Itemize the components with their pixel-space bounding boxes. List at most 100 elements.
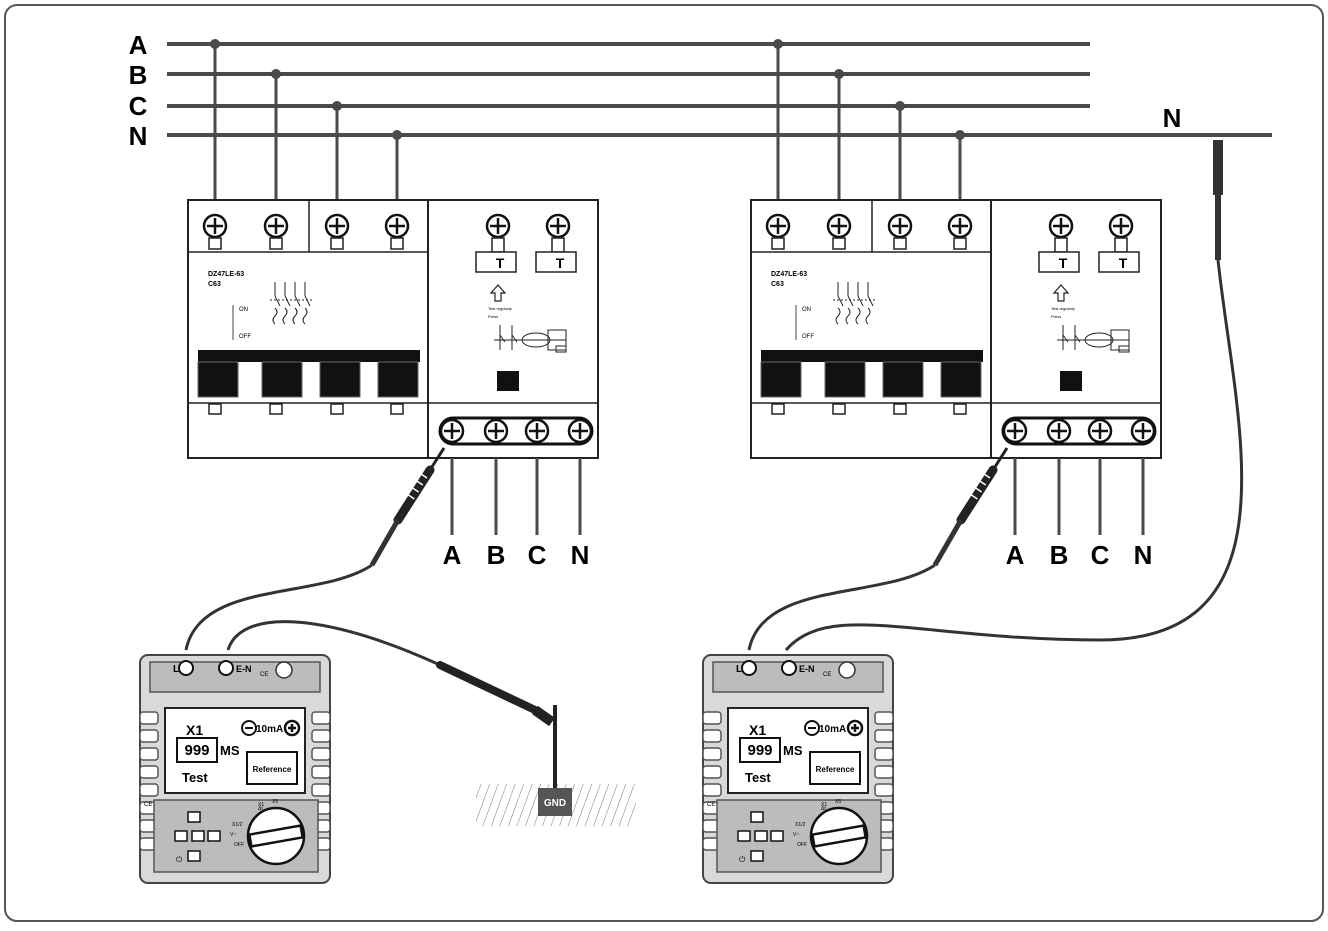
ground-probe-clip [532,705,555,727]
ground-probe [226,620,555,727]
ce-mark-bottom: CE [707,802,715,808]
tester-button-2[interactable] [174,830,188,842]
output-label-a: A [443,540,462,570]
tester-button-4[interactable] [770,830,784,842]
rcd-symbol [1057,325,1130,353]
breaker-handle[interactable] [319,361,361,398]
breaker-handle[interactable] [377,361,419,398]
grip-ridge [139,711,159,725]
grip-ridge [874,747,894,761]
dial-pointer [247,824,305,848]
ground-probe-cable [226,620,441,667]
output-screw [1002,418,1028,444]
breaker-handle[interactable] [824,361,866,398]
test-box-1 [1038,251,1080,273]
dial-label: X1/2 [795,822,806,828]
grip-ridge [139,765,159,779]
terminal-l-jack[interactable] [741,660,757,676]
tester-button-1[interactable] [750,811,764,823]
tester-button-2[interactable] [737,830,751,842]
bottom-tab [330,403,344,415]
n-line-probe [784,140,1244,651]
output-label-a: A [1006,540,1025,570]
breaker-rating: C63 [771,281,784,288]
terminal-screw [324,213,350,239]
output-label-c: C [1091,540,1110,570]
tester-button-5[interactable] [187,850,201,862]
breaker-handle[interactable] [760,361,802,398]
bus-label-n: N [129,121,148,151]
junction-dot [955,130,965,140]
bottom-tab [771,403,785,415]
up-arrow-icon [489,284,507,302]
test-label: Test [182,770,208,785]
grip-ridge [702,765,722,779]
tester-button-4[interactable] [207,830,221,842]
dial-label: X5 [835,799,841,805]
breaker-caption-1: Test regularly [488,306,512,311]
bottom-tab [953,403,967,415]
breaker-rating: C63 [208,281,221,288]
junction-dot [210,39,220,49]
bus-label-c: C [129,91,148,121]
output-screw [439,418,465,444]
output-label-c: C [528,540,547,570]
terminal-en-jack[interactable] [218,660,234,676]
breaker-caption-2: Press [1051,314,1061,319]
bottom-tab [208,403,222,415]
dial-label: X1 [258,802,264,808]
l-probe [184,447,446,651]
tester-button-5[interactable] [750,850,764,862]
terminal-screw [1108,213,1134,239]
tester-button-3[interactable] [754,830,768,842]
grip-ridge [311,783,331,797]
grip-ridge [139,729,159,743]
off-label: OFF [239,334,251,340]
indicator-lamp [275,661,293,679]
grip-ridge [702,729,722,743]
terminal-screw [826,213,852,239]
bus-label-a: A [129,30,148,60]
dial-label: X1/2 [232,822,243,828]
grip-ridge [139,747,159,761]
terminal-l-label: L [736,664,742,675]
plus-icon [283,719,301,737]
test-label: Test [745,770,771,785]
test-button[interactable] [1060,371,1082,391]
off-label: OFF [802,334,814,340]
tester-button-3[interactable] [191,830,205,842]
bottom-tab [390,403,404,415]
dial-label: Δt [258,806,263,812]
terminal-en-jack[interactable] [781,660,797,676]
breaker-caption-1: Test regularly [1051,306,1075,311]
breaker-handle[interactable] [197,361,239,398]
grip-ridge [139,783,159,797]
terminal-screw [887,213,913,239]
breaker-handle[interactable] [940,361,982,398]
ce-mark-top: CE [823,672,831,678]
reference-label: Reference [253,765,292,774]
terminal-screw [263,213,289,239]
test-box-2 [1098,251,1140,273]
bottom-tab [269,403,283,415]
tester-button-1[interactable] [187,811,201,823]
grip-ridge [311,765,331,779]
breaker-handle[interactable] [882,361,924,398]
terminal-l-label: L [173,664,179,675]
reference-label: Reference [816,765,855,774]
reading-box [176,737,218,763]
bus-label-b: B [129,60,148,90]
dial-label: X5 [272,799,278,805]
test-button[interactable] [497,371,519,391]
terminal-l-jack[interactable] [178,660,194,676]
terminal-screw [485,213,511,239]
output-screw [483,418,509,444]
junction-dot [271,69,281,79]
breaker-model: DZ47LE-63 [208,271,244,278]
handle-bar [761,350,983,362]
breaker-caption-2: Press [488,314,498,319]
breaker-handle[interactable] [261,361,303,398]
